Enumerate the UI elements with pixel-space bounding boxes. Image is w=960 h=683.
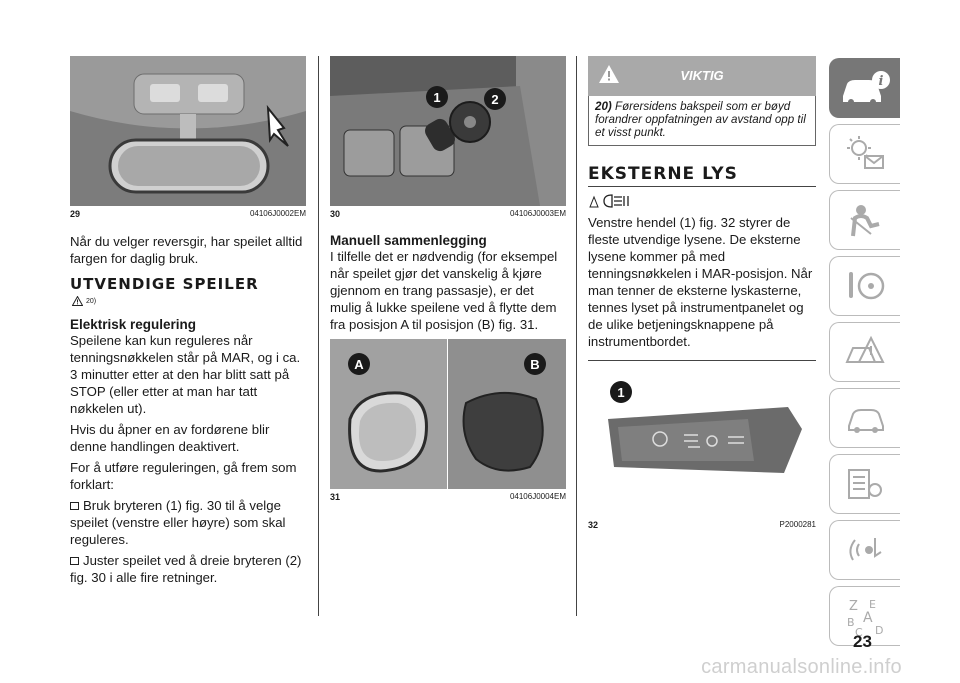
important-box-title: VIKTIG	[680, 68, 724, 83]
emergency-icon	[845, 335, 885, 363]
chapter-sidebar: i	[829, 58, 900, 652]
sidebar-tab-technical-data[interactable]	[829, 454, 900, 514]
svg-text:B: B	[847, 616, 855, 629]
figure-32-caption: 32 P2000281	[588, 520, 816, 530]
figure-number: 32	[588, 520, 599, 530]
figure-code: 04106J0003EM	[509, 209, 566, 218]
callout-1: 1	[426, 86, 448, 108]
paragraph: Venstre hendel (1) fig. 32 styrer de fle…	[588, 215, 813, 349]
sidebar-tab-index[interactable]: Z E A B C D	[829, 586, 900, 646]
bullet-box-icon	[70, 502, 79, 510]
note-number: 20)	[595, 100, 612, 113]
subsection-heading: Manuell sammenlegging	[330, 233, 487, 248]
figure-rule	[588, 360, 816, 361]
intro-paragraph: Når du velger reversgir, har speilet all…	[70, 234, 303, 266]
light-stalk-illustration	[588, 369, 816, 517]
paragraph: I tilfelle det er nødvendig (for eksempe…	[330, 249, 558, 332]
bullet-item: Bruk bryteren (1) fig. 30 til å velge sp…	[70, 498, 286, 547]
column-divider	[576, 56, 577, 616]
figure-code: 04106J0004EM	[509, 492, 566, 501]
sidebar-tab-warning-lights[interactable]	[829, 124, 900, 184]
sidebar-tab-maintenance[interactable]	[829, 388, 900, 448]
paragraph: Speilene kan kun reguleres når tenningsn…	[70, 333, 301, 416]
mirror-switch-illustration	[330, 56, 566, 206]
figure-number: 29	[70, 209, 81, 219]
label-b: B	[524, 353, 546, 375]
rearview-mirror-illustration	[70, 56, 306, 206]
svg-text:Z: Z	[849, 599, 858, 614]
page-number: 23	[853, 632, 872, 651]
warning-lights-icon	[847, 136, 884, 169]
figure-29-image	[70, 56, 306, 206]
paragraph: Hvis du åpner en av fordørene blir denne…	[70, 422, 270, 454]
multimedia-icon	[849, 538, 882, 561]
note-text: Førersidens bakspeil som er bøyd forandr…	[595, 100, 806, 139]
warning-triangle-icon	[599, 65, 619, 83]
bullet-item: Juster speilet ved å dreie bryteren (2) …	[70, 553, 302, 585]
svg-text:i: i	[879, 74, 884, 89]
sidebar-tab-emergency[interactable]	[829, 322, 900, 382]
sidebar-tab-car-info[interactable]: i	[829, 58, 900, 118]
steering-key-icon	[849, 272, 885, 300]
watermark-text: carmanualsonline.info	[701, 656, 902, 678]
index-icon: Z E A B C D	[847, 598, 883, 638]
figure-31-image: A B	[330, 339, 566, 489]
sidebar-tab-multimedia[interactable]	[829, 520, 900, 580]
heading-rule	[588, 186, 816, 187]
svg-text:D: D	[875, 624, 883, 637]
label-a: A	[348, 353, 370, 375]
warning-reference: 20)	[72, 296, 96, 306]
svg-text:A: A	[863, 610, 873, 626]
figure-32-image: 1	[588, 369, 816, 517]
paragraph: For å utføre reguleringen, gå frem som f…	[70, 460, 297, 492]
section-heading: EKSTERNE LYS	[588, 164, 738, 184]
sidebar-tab-safety[interactable]	[829, 190, 900, 250]
subsection-heading: Elektrisk regulering	[70, 317, 197, 332]
safety-airbag-icon	[850, 205, 880, 237]
figure-code: P2000281	[779, 520, 816, 529]
figure-30-caption: 30 04106J0003EM	[330, 209, 566, 219]
svg-text:E: E	[869, 598, 876, 611]
figure-number: 30	[330, 209, 341, 219]
svg-text:C: C	[855, 626, 863, 638]
sidebar-tab-starting-driving[interactable]	[829, 256, 900, 316]
car-maintenance-icon	[848, 409, 884, 433]
section-heading: UTVENDIGE SPEILER	[70, 275, 259, 293]
light-symbols-icon	[589, 194, 629, 208]
column-3: VIKTIG 20) Førersidens bakspeil som er b…	[588, 56, 816, 544]
figure-29-caption: 29 04106J0002EM	[70, 209, 306, 219]
column-1: 29 04106J0002EM Når du velger reversgir,…	[70, 56, 306, 590]
warning-triangle-icon	[72, 296, 83, 306]
car-info-icon: i	[843, 71, 890, 105]
column-divider	[318, 56, 319, 616]
figure-30-image: 1 2	[330, 56, 566, 206]
figure-code: 04106J0002EM	[249, 209, 306, 218]
technical-data-icon	[848, 469, 882, 499]
callout-2: 2	[484, 88, 506, 110]
callout-1: 1	[610, 381, 632, 403]
important-box-header: VIKTIG	[588, 56, 816, 96]
column-2: 1 2 30 04106J0003EM Manuell sammenleggin…	[330, 56, 566, 516]
figure-31-caption: 31 04106J0004EM	[330, 492, 566, 502]
important-box-body: 20) Førersidens bakspeil som er bøyd for…	[588, 96, 816, 146]
bullet-box-icon	[70, 557, 79, 565]
figure-number: 31	[330, 492, 341, 502]
